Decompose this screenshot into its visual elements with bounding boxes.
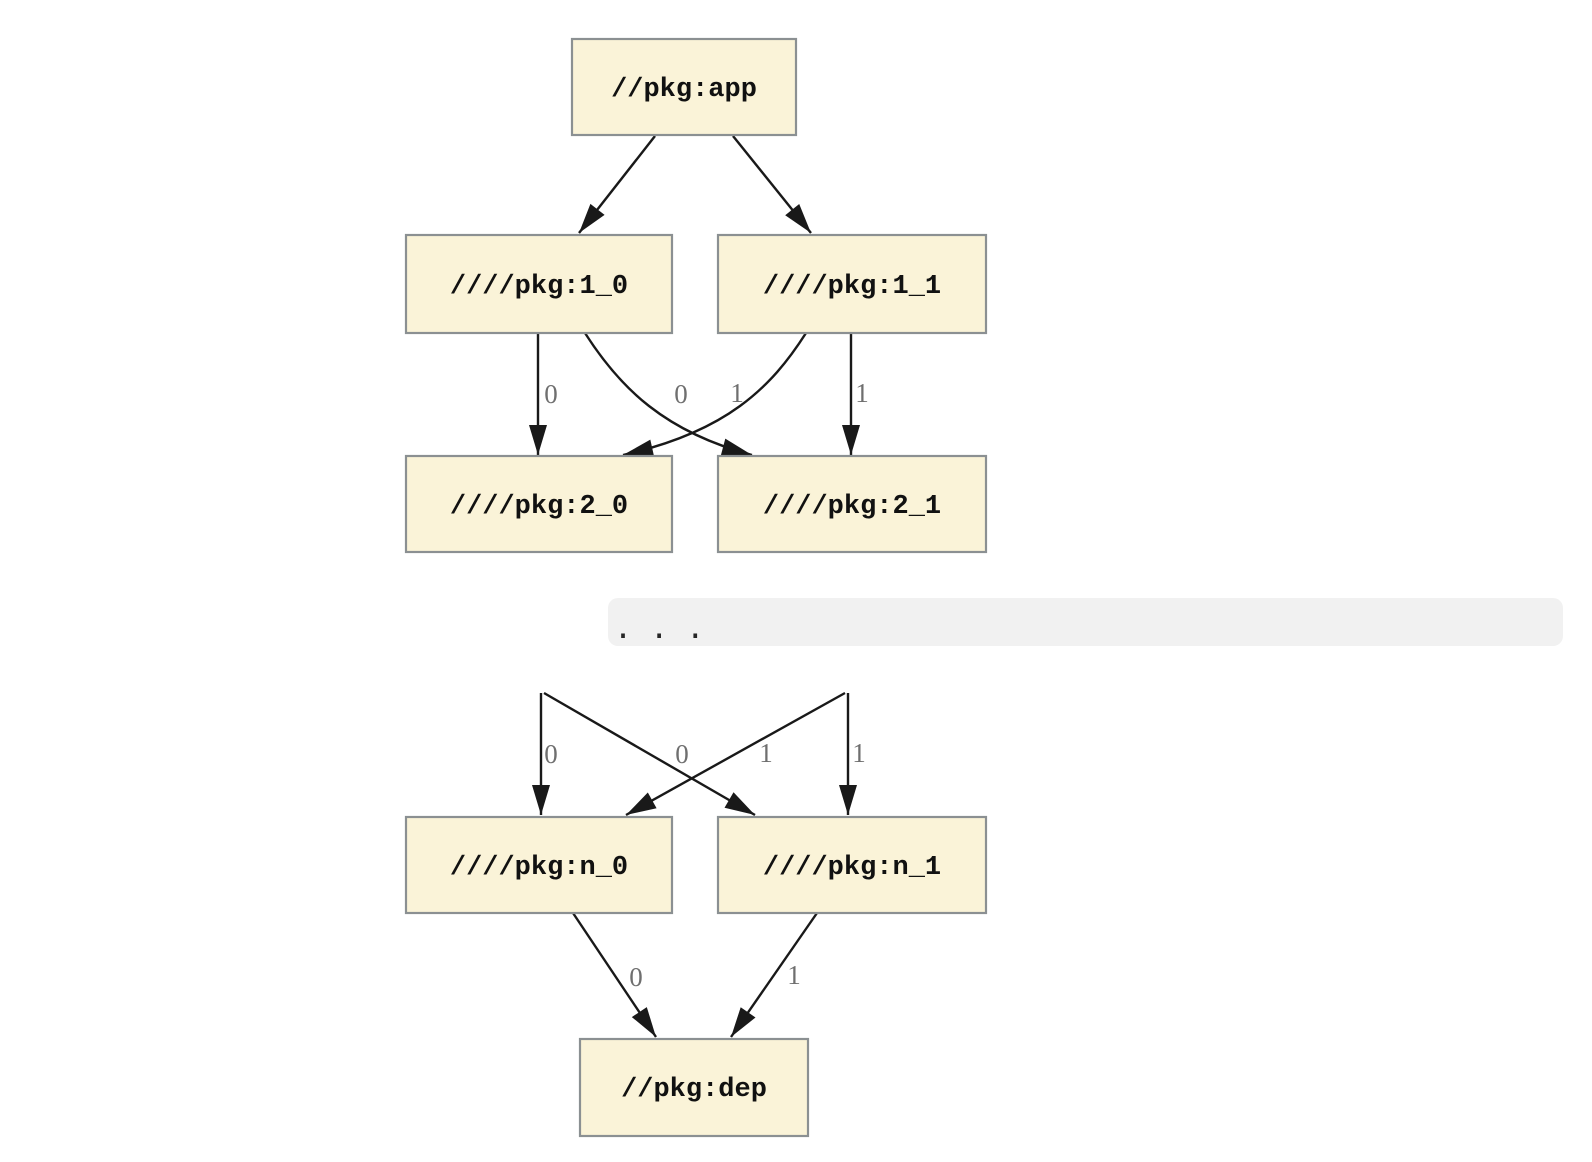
node-label: //pkg:dep (621, 1075, 767, 1105)
node-pkg-n_1: ////pkg:n_1 (716, 815, 988, 915)
edge-label: 1 (855, 378, 869, 408)
edge-1_0-to-2_1 (583, 332, 753, 457)
node-box (578, 1037, 810, 1138)
edge-label: 0 (674, 379, 688, 409)
node-label: ////pkg:2_1 (763, 492, 941, 522)
node-box (716, 454, 988, 554)
edge-n_0-to-dep (572, 912, 657, 1038)
node-box (404, 454, 674, 554)
node-pkg-n_0: ////pkg:n_0 (404, 815, 674, 915)
node-pkg-1_0: ////pkg:1_0 (404, 233, 674, 335)
node-box (716, 815, 988, 915)
node-box (570, 37, 798, 137)
edge-label: 0 (544, 379, 558, 409)
edge-label: 1 (759, 738, 773, 768)
node-label: //pkg:app (611, 75, 757, 105)
edge-label: 0 (629, 962, 643, 992)
edge-1_1-to-2_0 (622, 332, 808, 458)
edge-label: 1 (730, 378, 744, 408)
ellipsis-band (608, 598, 1563, 646)
edge-prev-to-n_0-cross (625, 691, 846, 817)
edge-label: 1 (787, 960, 801, 990)
edge-prev-to-n_1-cross (543, 691, 756, 817)
edge-label: 1 (852, 738, 866, 768)
edge-label: 0 (544, 739, 558, 769)
node-dep: //pkg:dep (578, 1037, 810, 1138)
node-label: ////pkg:1_0 (450, 272, 628, 302)
edge-app-to-1_0 (578, 135, 656, 234)
edge-app-to-1_1 (732, 135, 812, 234)
node-pkg-2_0: ////pkg:2_0 (404, 454, 674, 554)
node-label: ////pkg:n_0 (450, 853, 628, 883)
node-app: //pkg:app (570, 37, 798, 137)
ellipsis-text: . . . (614, 611, 704, 646)
node-label: ////pkg:2_0 (450, 492, 628, 522)
node-box (404, 233, 674, 335)
node-label: ////pkg:n_1 (763, 853, 941, 883)
node-box (404, 815, 674, 915)
node-pkg-2_1: ////pkg:2_1 (716, 454, 988, 554)
edge-label: 0 (675, 739, 689, 769)
node-pkg-1_1: ////pkg:1_1 (716, 233, 988, 335)
edge-n_1-to-dep (730, 912, 818, 1038)
node-label: ////pkg:1_1 (763, 272, 941, 302)
node-box (716, 233, 988, 335)
